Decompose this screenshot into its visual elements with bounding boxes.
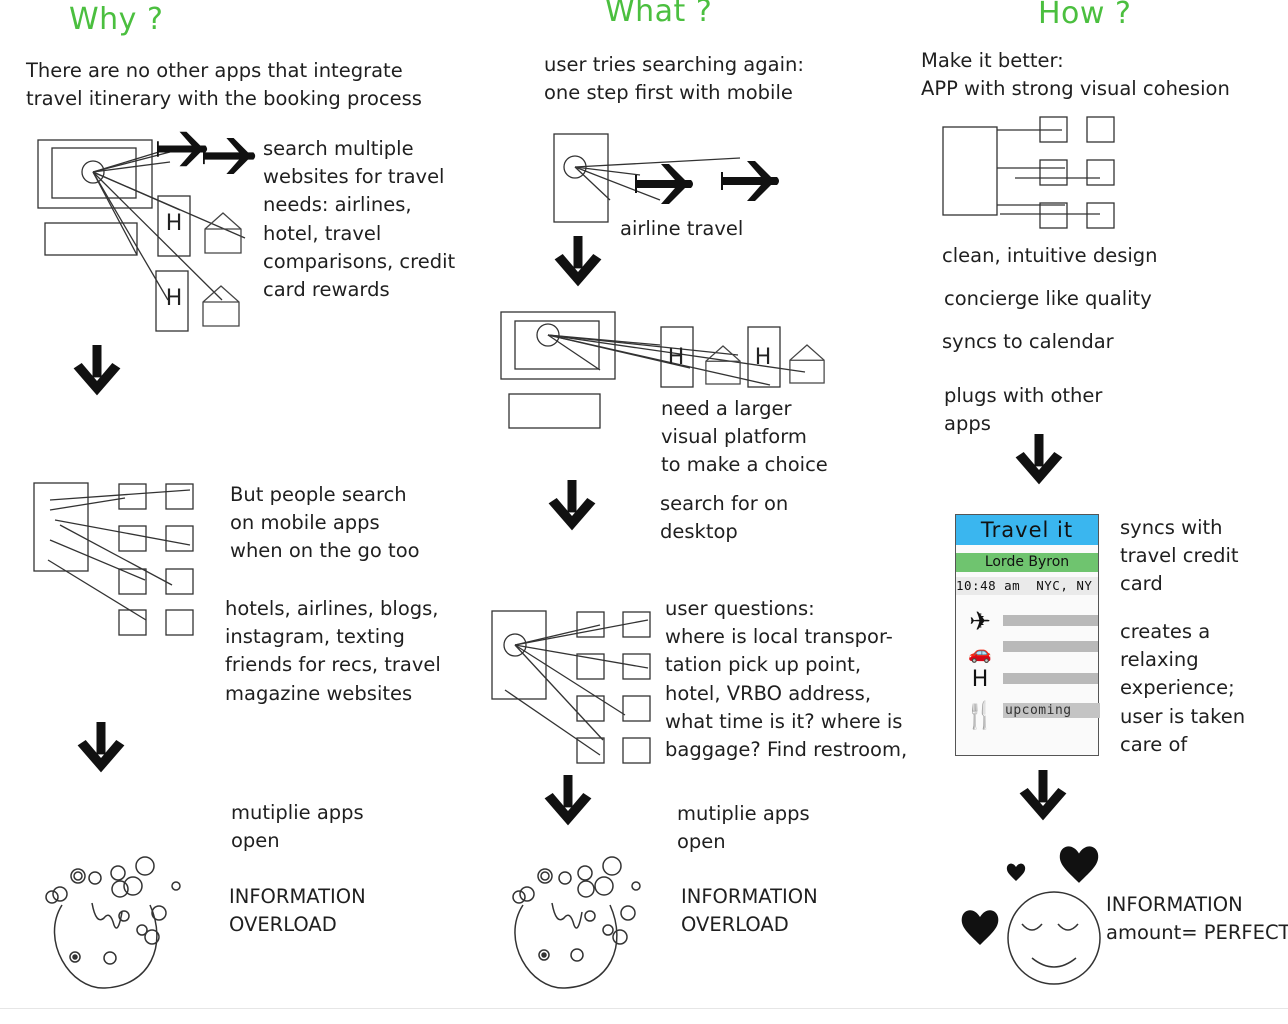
why-mobile-note: But people search on mobile apps when on…: [230, 483, 420, 563]
phone-mockup: Travel it Lorde Byron 10:48 am NYC, NY ✈…: [955, 514, 1100, 756]
airplane-icon: [157, 131, 208, 167]
what-overload-note: INFORMATION OVERLOAD: [681, 885, 818, 937]
what-mobile-grid-sketch: [491, 610, 651, 764]
how-intro: Make it better: APP with strong visual c…: [921, 49, 1230, 101]
why-desktop-sketch: [37, 139, 246, 332]
down-arrow-icon: [1015, 434, 1063, 485]
down-arrow-icon: [77, 722, 125, 773]
upcoming-label: upcoming: [1003, 703, 1100, 718]
what-larger-note: need a larger visual platform to make a …: [661, 397, 828, 477]
down-arrow-icon: [544, 775, 592, 826]
itinerary-bar: [1003, 641, 1098, 652]
house-icon: [789, 344, 825, 384]
house-icon: [202, 285, 240, 327]
how-result-note: INFORMATION amount= PERFECT: [1106, 893, 1288, 945]
why-intro: There are no other apps that integrate t…: [26, 59, 422, 111]
what-desktop-sketch: [500, 311, 806, 429]
why-apps-note: mutiplie apps open: [231, 801, 364, 853]
how-feature-calendar: syncs to calendar: [942, 330, 1114, 353]
airplane-icon: [721, 161, 779, 201]
how-feature-plugs: plugs with other apps: [944, 384, 1103, 436]
hotel-icon: H: [166, 286, 183, 311]
airplane-icon: ✈: [969, 607, 991, 637]
down-arrow-icon: [1019, 770, 1067, 821]
heading-how: How ?: [1038, 0, 1132, 31]
why-sources-note: hotels, airlines, blogs, instagram, text…: [225, 597, 441, 705]
hotel-icon: H: [166, 211, 183, 236]
what-mobile-sketch: [553, 133, 741, 223]
down-arrow-icon: [554, 236, 602, 287]
hotel-icon: H: [971, 667, 989, 692]
what-overload-sketch: [512, 856, 641, 989]
app-title: Travel it: [956, 515, 1098, 545]
down-arrow-icon: [73, 345, 121, 396]
divider: [0, 1008, 1288, 1009]
heart-icon: [961, 910, 999, 945]
why-overload-sketch: [45, 856, 181, 989]
heading-why: Why ?: [69, 2, 164, 37]
airplane-icon: [203, 138, 256, 174]
how-feature-concierge: concierge like quality: [944, 287, 1152, 310]
why-overload-note: INFORMATION OVERLOAD: [229, 885, 366, 937]
user-name: Lorde Byron: [956, 553, 1098, 572]
hotel-icon: H: [755, 345, 772, 370]
how-syncs-note: syncs with travel credit card: [1120, 516, 1239, 596]
how-app-sketch: [942, 116, 1115, 229]
airplane-icon: [635, 164, 693, 204]
status-line: 10:48 am NYC, NY: [956, 577, 1098, 595]
restaurant-icon: 🍴: [963, 701, 997, 731]
itinerary-bar: [1003, 673, 1098, 684]
heart-icon: [1006, 863, 1026, 881]
car-icon: 🚗: [968, 642, 992, 664]
how-feature-clean: clean, intuitive design: [942, 244, 1158, 267]
hotel-icon: H: [668, 345, 685, 370]
what-intro: user tries searching again: one step fir…: [544, 53, 804, 105]
heart-icon: [1059, 846, 1099, 883]
why-mobile-sketch: [33, 482, 194, 636]
heading-what: What ?: [605, 0, 713, 29]
why-search-note: search multiple websites for travel need…: [263, 137, 456, 302]
itinerary-bar: [1003, 615, 1098, 626]
what-desktop-note: search for on desktop: [660, 492, 789, 544]
happy-face-sketch: [1007, 891, 1101, 985]
what-apps-note: mutiplie apps open: [677, 802, 810, 854]
what-questions-note: user questions: where is local transpor-…: [665, 597, 908, 762]
how-relax-note: creates a relaxing experience; user is t…: [1120, 620, 1246, 756]
what-airline-label: airline travel: [620, 217, 744, 240]
house-icon: [204, 212, 242, 254]
down-arrow-icon: [548, 480, 596, 531]
